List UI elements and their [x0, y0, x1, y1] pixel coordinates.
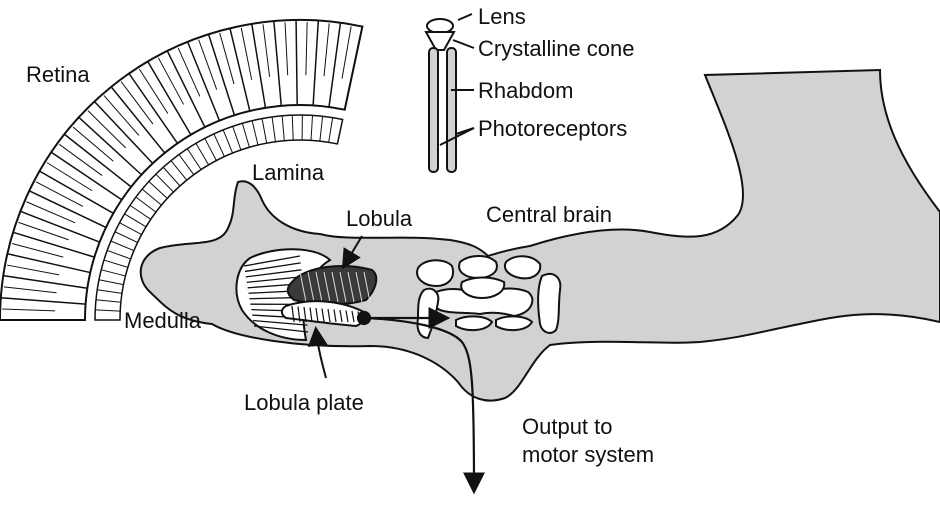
- label-photoreceptors: Photoreceptors: [478, 116, 627, 141]
- label-crystalline-cone: Crystalline cone: [478, 36, 635, 61]
- label-retina: Retina: [26, 62, 90, 87]
- label-central-brain: Central brain: [486, 202, 612, 227]
- label-rhabdom: Rhabdom: [478, 78, 573, 103]
- label-lobula: Lobula: [346, 206, 413, 231]
- label-medulla: Medulla: [124, 308, 202, 333]
- label-lamina: Lamina: [252, 160, 325, 185]
- label-output-line1: Output to: [522, 414, 613, 439]
- label-lens: Lens: [478, 4, 526, 29]
- label-lobula-plate: Lobula plate: [244, 390, 364, 415]
- label-output-line2: motor system: [522, 442, 654, 467]
- ommatidium-inset: [426, 14, 474, 172]
